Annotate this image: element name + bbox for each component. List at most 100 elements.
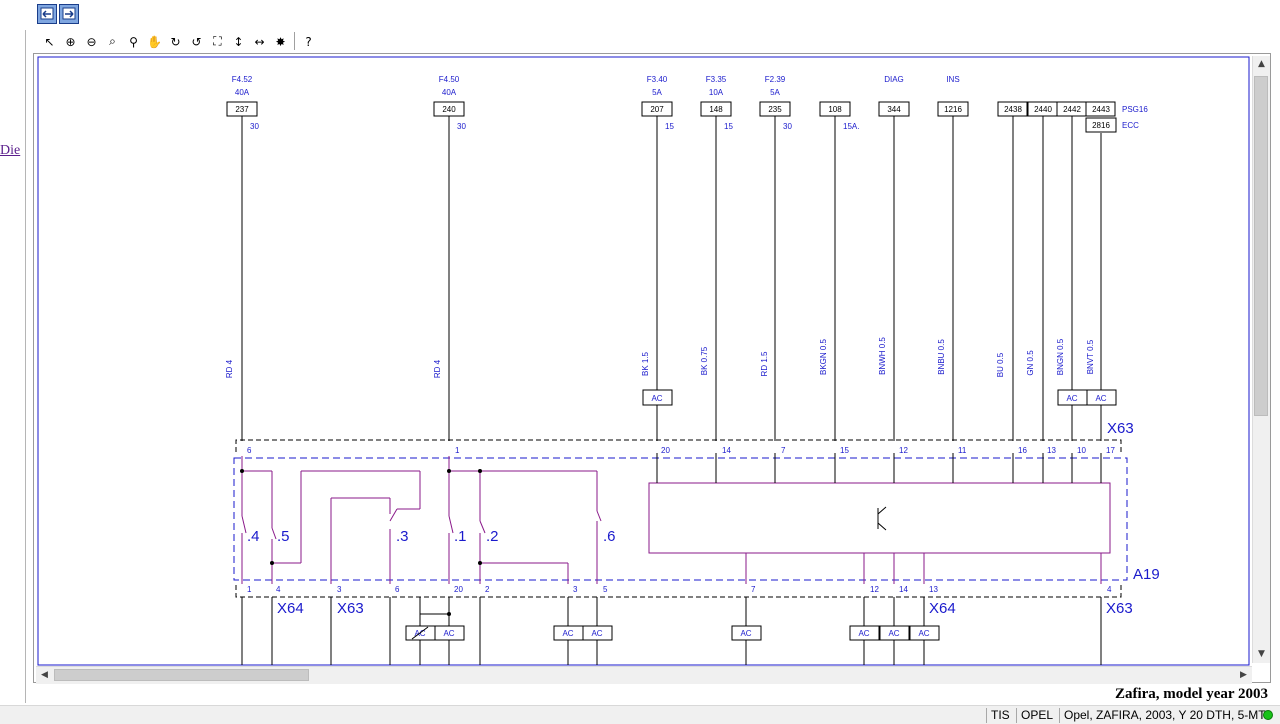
rotate-left-icon: ↺ [191,34,202,49]
ac-box [849,625,880,641]
viewer-toolbar: ↖ ⊕ ⊖ ⌕ ⚲ ✋ ↻ ↺ ⛶ ↕ ↔ ✸ ? [40,32,318,52]
ecc-label: ECC [1122,121,1139,130]
zoom-window-tool[interactable]: ⌕ [103,32,122,51]
vertical-scrollbar[interactable]: ▲ ▼ [1252,56,1270,663]
help-tool[interactable]: ? [299,32,318,51]
fuse-id: 148 [709,105,723,114]
ac-label: AC [562,629,573,638]
back-page-button[interactable] [37,4,57,24]
fit-window-tool[interactable]: ⛶ [208,32,227,51]
vertical-scroll-thumb[interactable] [1254,76,1268,416]
connector-pin: 12 [870,585,879,594]
fuse-id: 344 [887,105,901,114]
scroll-right-icon[interactable]: ▶ [1240,670,1247,680]
relay-wire [448,515,454,534]
select-tool[interactable]: ↖ [40,32,59,51]
connector-pin: 16 [1018,446,1027,455]
ecc-id-box [1085,117,1117,133]
relay-contact-label: .6 [603,528,616,545]
ac-label: AC [858,629,869,638]
connector-pin: 3 [337,585,342,594]
fit-height-tool[interactable]: ↕ [229,32,248,51]
a19-module-outline [233,457,1128,581]
forward-page-icon [62,7,76,20]
fuse-id: 237 [235,105,249,114]
junction-dot [240,469,244,473]
fuse-name: F3.35 [706,75,727,84]
scroll-left-icon[interactable]: ◀ [41,670,48,680]
highlight-tool[interactable]: ✸ [271,32,290,51]
fuse-name: F3.40 [647,75,668,84]
connector-pin: 14 [722,446,731,455]
relay-contact-label: .5 [277,528,290,545]
ac-label: AC [591,629,602,638]
left-divider [25,30,26,703]
fit-window-icon: ⛶ [213,34,222,48]
a19-label: A19 [1133,566,1160,583]
relay-contact-label: .4 [247,528,260,545]
ac-box [731,625,762,641]
zoom-area-tool[interactable]: ⚲ [124,32,143,51]
fit-width-tool[interactable]: ↔ [250,32,269,51]
back-page-icon [40,7,54,20]
x63-top-label: X63 [1107,420,1134,437]
ac-label: AC [1095,394,1106,403]
fuse-rating: 5A [770,88,780,97]
fuse-terminal: 30 [783,122,792,131]
relay-wire [389,508,398,522]
relay-wire [479,520,486,534]
junction-dot [270,561,274,565]
ac-label: AC [918,629,929,638]
connector-pin: 20 [454,585,463,594]
connector-pin: 4 [1107,585,1112,594]
wire [411,626,429,640]
fuse-rating: 40A [235,88,250,97]
connector-pin: 7 [751,585,756,594]
connector-pin: 10 [1077,446,1086,455]
ac-box [1086,389,1117,406]
fuse-name: F4.50 [439,75,460,84]
side-link[interactable]: Die [0,143,21,158]
transistor-symbol [877,506,887,531]
fuse-name: INS [946,75,959,84]
status-cell-system: TIS [986,708,1010,723]
zoom-in-icon: ⊕ [65,34,76,49]
horizontal-scroll-thumb[interactable] [54,669,309,681]
zoom-out-icon: ⊖ [86,34,97,49]
rotate-right-icon: ↻ [170,34,181,49]
scroll-down-icon[interactable]: ▼ [1258,649,1265,659]
ac-box [909,625,940,641]
scroll-up-icon[interactable]: ▲ [1258,59,1265,69]
rotate-left-tool[interactable]: ↺ [187,32,206,51]
connector-pin: 11 [958,446,967,455]
fuse-terminal: 15 [724,122,733,131]
zoom-out-tool[interactable]: ⊖ [82,32,101,51]
psg-id-box [1085,101,1116,117]
connector-pin: 4 [276,585,281,594]
fuse-terminal: 15A. [843,122,859,131]
select-arrow-icon: ↖ [44,34,55,49]
connector-pin: 14 [899,585,908,594]
x63-connector-outline [235,439,1122,452]
forward-page-button[interactable] [59,4,79,24]
ac-label: AC [740,629,751,638]
junction-dot [447,612,451,616]
bottom-connector-label: X64 [277,600,304,617]
fuse-name: DIAG [884,75,904,84]
connector-pin: 15 [840,446,849,455]
fuse-terminal: 15 [665,122,674,131]
ac-box [879,625,910,641]
relay-wire [271,527,277,540]
psg-id: 2440 [1034,105,1052,114]
ac-label: AC [651,394,662,403]
rotate-right-tool[interactable]: ↻ [166,32,185,51]
wire-label: GN 0.5 [1026,350,1035,376]
wiring-diagram: F4.5240A23730F4.5040A24030F3.405A20715F3… [37,56,1250,666]
bottom-connector-label: X63 [1106,600,1133,617]
horizontal-scrollbar[interactable]: ◀ ▶ [36,666,1252,684]
zoom-in-tool[interactable]: ⊕ [61,32,80,51]
psg-label: PSG16 [1122,105,1148,114]
ac-label: AC [443,629,454,638]
pan-tool[interactable]: ✋ [145,32,164,51]
